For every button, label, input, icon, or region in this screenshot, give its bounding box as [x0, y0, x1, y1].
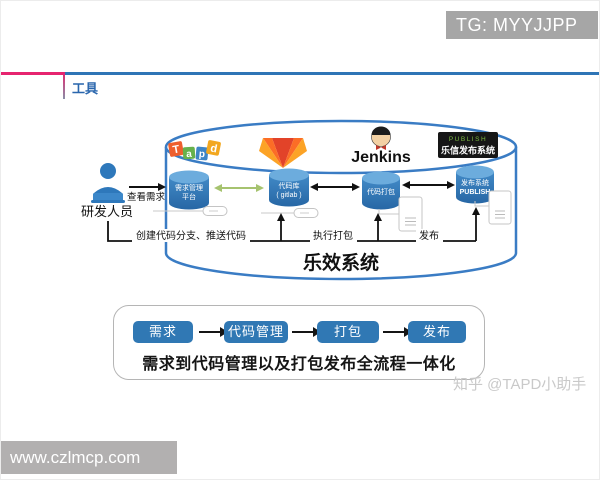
gitlab-icon	[259, 138, 307, 168]
header-rule-blue	[64, 72, 599, 75]
requirements-widget-icon	[153, 206, 228, 216]
zhihu-watermark: 知乎 @TAPD小助手	[453, 376, 587, 393]
lexin-publish-name: 乐信发布系统	[441, 145, 495, 156]
flow-arrow-2-icon	[292, 327, 321, 337]
svg-text:代码打包: 代码打包	[367, 187, 395, 196]
developer-icon	[91, 163, 125, 203]
flow-step-package: 打包	[317, 321, 379, 343]
flow-step-release: 发布	[408, 321, 466, 343]
section-label-tools: 工具	[72, 81, 99, 96]
arrow-req-repo-green	[214, 184, 264, 192]
flow-step-requirements: 需求	[133, 321, 193, 343]
site-watermark: www.czlmcp.com	[1, 441, 177, 474]
edge-label-view-requirements: 查看需求	[127, 191, 166, 203]
jenkins-label: Jenkins	[351, 149, 411, 166]
developer-label: 研发人员	[81, 204, 133, 219]
arrow-repo-package	[310, 183, 360, 191]
repo-widget-icon	[261, 208, 319, 218]
tg-badge: TG: MYYJJPP	[446, 11, 598, 39]
svg-text:a: a	[186, 149, 193, 160]
arrow-package-publish	[402, 181, 455, 189]
flow-arrow-1-icon	[199, 327, 228, 337]
lexin-publish-logo: PUBLISH 乐信发布系统	[438, 132, 498, 158]
publish-server-icon	[474, 190, 512, 225]
svg-text:需求管理: 需求管理	[175, 183, 203, 192]
svg-text:( gitlab ): ( gitlab )	[276, 192, 301, 199]
svg-text:发布系统: 发布系统	[461, 178, 489, 187]
header-rule-pink	[1, 72, 64, 75]
header-rule-tick	[63, 72, 65, 99]
edge-label-run-package: 执行打包	[313, 229, 353, 242]
flow-summary-panel: 需求 代码管理 打包 发布 需求到代码管理以及打包发布全流程一体化	[113, 305, 485, 380]
flow-caption: 需求到代码管理以及打包发布全流程一体化	[142, 356, 456, 373]
node-code-package: 代码打包	[362, 171, 400, 210]
node-requirements-platform: 需求管理 平台	[169, 170, 209, 210]
edge-label-create-branch: 创建代码分支、推送代码	[136, 229, 246, 242]
bracket-label-backgrounds	[132, 229, 443, 242]
flow-step-code-management: 代码管理	[224, 321, 288, 343]
bracket-arrowheads	[277, 207, 480, 221]
node-publish-system: 发布系统 PUBLISH	[456, 165, 494, 204]
system-label: 乐效系统	[303, 251, 379, 274]
edge-label-release: 发布	[419, 229, 439, 242]
svg-text:d: d	[209, 142, 218, 155]
svg-text:T: T	[172, 143, 181, 156]
svg-text:平台: 平台	[182, 192, 196, 201]
system-cylinder	[164, 119, 518, 281]
jenkins-icon	[371, 126, 391, 150]
arrow-view-requirements	[129, 183, 166, 191]
node-code-repo-gitlab: 代码库 ( gitlab )	[269, 168, 309, 207]
svg-text:p: p	[198, 149, 205, 160]
lexin-publish-top-label: PUBLISH	[449, 136, 487, 143]
tapd-logo-icon: T a p d	[168, 140, 221, 161]
svg-text:代码库: 代码库	[279, 181, 300, 190]
package-server-icon	[378, 196, 423, 232]
flow-arrow-3-icon	[383, 327, 412, 337]
svg-text:PUBLISH: PUBLISH	[460, 189, 491, 196]
